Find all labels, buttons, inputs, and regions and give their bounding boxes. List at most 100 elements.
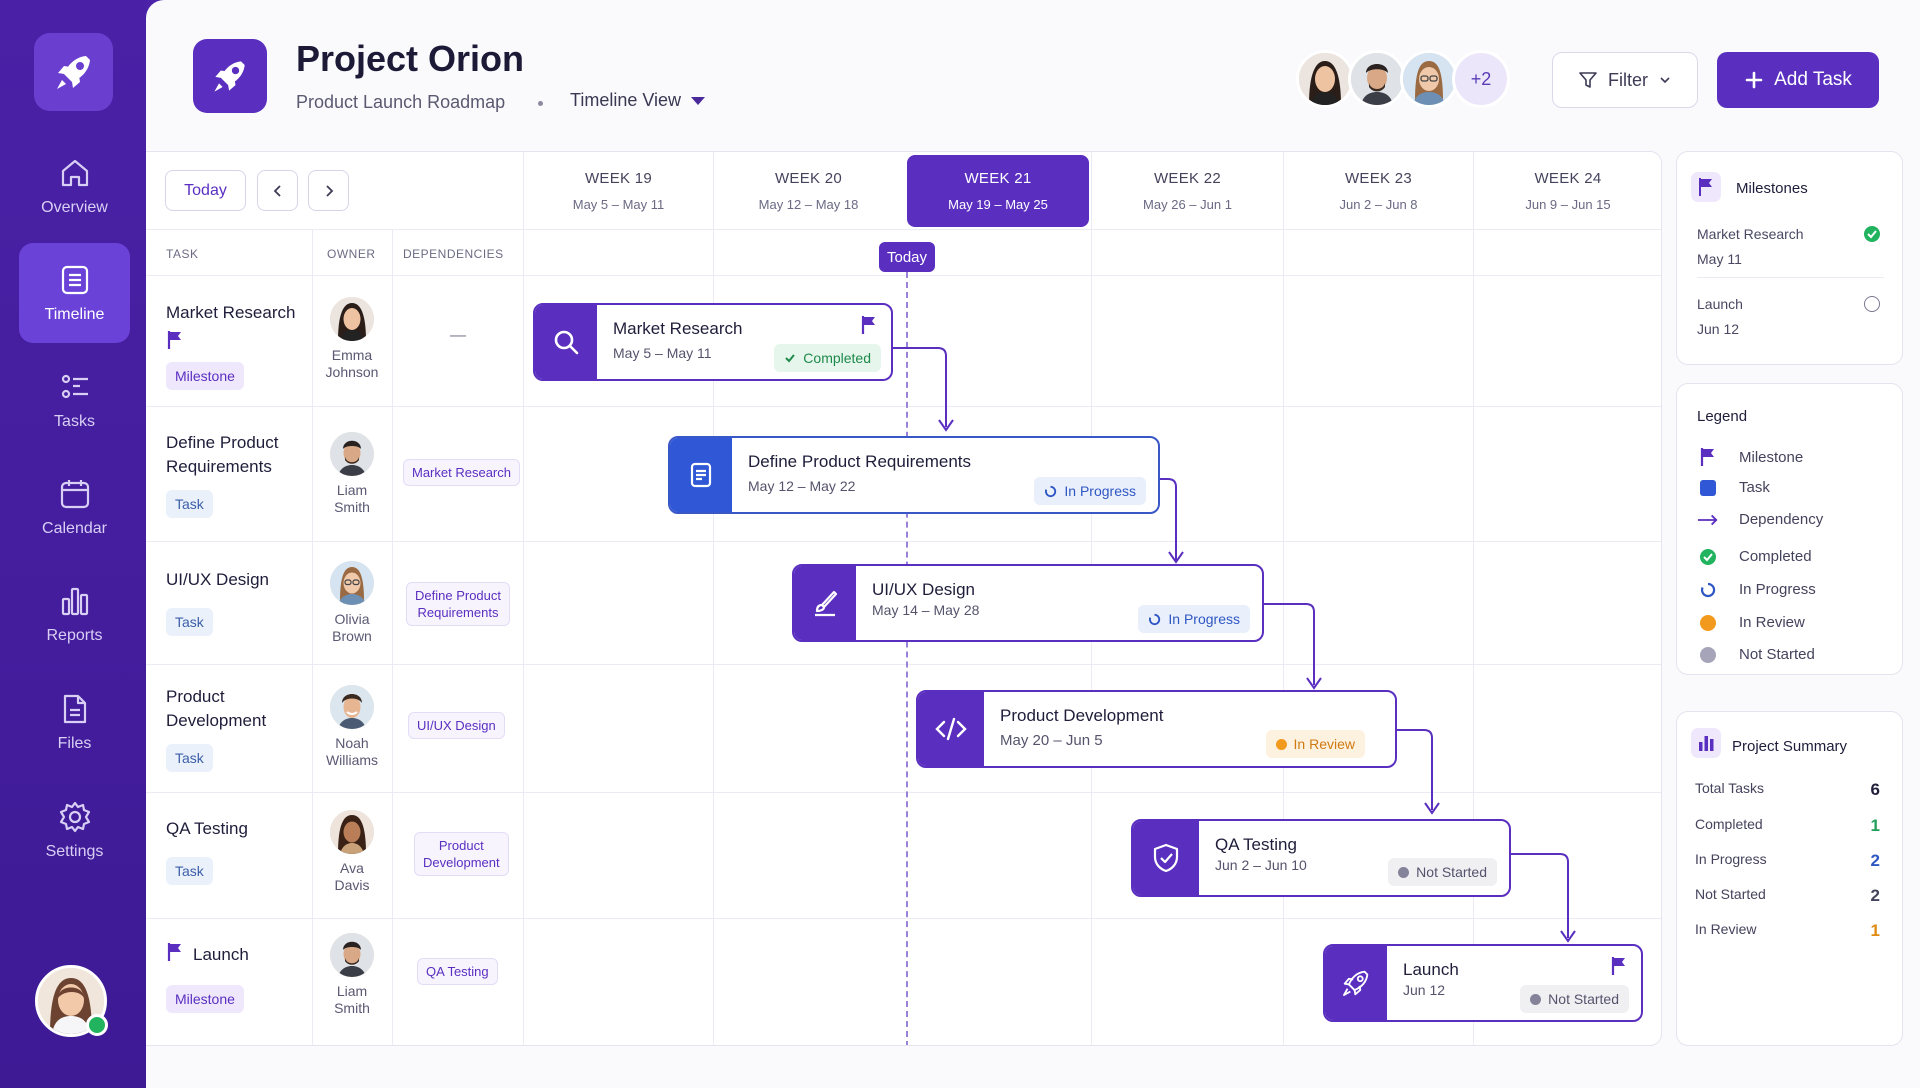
- status-dot: [1398, 866, 1410, 878]
- legend-item: In Review: [1697, 614, 1805, 631]
- owner-name: Olivia: [334, 611, 370, 627]
- sidebar-item-calendar[interactable]: Calendar: [19, 457, 130, 557]
- bar-dates: May 14 – May 28: [872, 602, 980, 618]
- team-avatars[interactable]: +2: [1296, 50, 1510, 108]
- gantt-bar-market-research[interactable]: Market Research May 5 – May 11 Completed: [533, 303, 893, 381]
- sidebar-item-files[interactable]: Files: [19, 672, 130, 772]
- task-name[interactable]: Requirements: [166, 457, 272, 476]
- bar-title: Product Development: [1000, 706, 1164, 725]
- rocket-icon: [1343, 970, 1369, 996]
- status-text: In Progress: [1064, 483, 1136, 499]
- week-header[interactable]: WEEK 23 Jun 2 – Jun 8: [1283, 152, 1473, 229]
- bar-dates: May 12 – May 22: [748, 478, 856, 494]
- sidebar-item-settings[interactable]: Settings: [19, 780, 130, 880]
- dependency-pill[interactable]: Market Research: [403, 459, 520, 486]
- user-avatar[interactable]: [35, 965, 107, 1037]
- week-header[interactable]: WEEK 20 May 12 – May 18: [713, 152, 903, 229]
- calendar-icon: [60, 479, 89, 508]
- week-label: WEEK 22: [1153, 169, 1222, 187]
- legend-label: Not Started: [1739, 646, 1815, 663]
- divider: [1283, 229, 1284, 1045]
- gantt-bar-product-development[interactable]: Product Development May 20 – Jun 5 In Re…: [916, 690, 1397, 768]
- arrow-head-icon: [1560, 930, 1576, 943]
- completed-check-icon: [1700, 548, 1716, 565]
- summary-row: In Review 1: [1695, 921, 1880, 941]
- avatar[interactable]: [1348, 50, 1406, 108]
- status-badge: In Progress: [1138, 605, 1250, 633]
- gantt-bar-define-product-requirements[interactable]: Define Product Requirements May 12 – May…: [668, 436, 1160, 514]
- sidebar-item-overview[interactable]: Overview: [19, 136, 130, 236]
- shield-check-icon: [1153, 843, 1179, 873]
- owner-name: Johnson: [325, 364, 379, 380]
- prev-button[interactable]: [257, 170, 298, 211]
- next-button[interactable]: [308, 170, 349, 211]
- type-badge: Task: [166, 744, 213, 772]
- gantt-bar-qa-testing[interactable]: QA Testing Jun 2 – Jun 10 Not Started: [1131, 819, 1511, 897]
- sidebar-item-tasks[interactable]: Tasks: [19, 350, 130, 450]
- week-header[interactable]: WEEK 19 May 5 – May 11: [523, 152, 713, 229]
- sidebar-item-reports[interactable]: Reports: [19, 564, 130, 664]
- week-label: WEEK 19: [584, 169, 653, 187]
- task-name[interactable]: Development: [166, 711, 267, 730]
- legend-label: In Progress: [1739, 581, 1816, 598]
- view-selector[interactable]: Timeline View: [570, 90, 706, 111]
- bar-icon-tile: [670, 438, 732, 512]
- divider: [146, 541, 1661, 542]
- bar-title: Launch: [1403, 960, 1459, 979]
- week-range: Jun 2 – Jun 8: [1339, 196, 1418, 212]
- status-badge: In Review: [1265, 730, 1365, 758]
- status-badge: In Progress: [1034, 477, 1146, 505]
- flag-icon: [167, 331, 181, 349]
- week-header[interactable]: WEEK 22 May 26 – Jun 1: [1091, 152, 1283, 229]
- legend-item: In Progress: [1697, 581, 1816, 598]
- summary-value: 1: [1870, 921, 1880, 940]
- today-button[interactable]: Today: [165, 170, 246, 211]
- brush-icon: [815, 590, 838, 617]
- task-name[interactable]: Launch: [193, 945, 249, 964]
- dependency-pill[interactable]: QA Testing: [417, 958, 498, 985]
- task-name[interactable]: QA Testing: [166, 819, 248, 838]
- avatar: [330, 561, 374, 605]
- owner-name: Davis: [334, 877, 370, 893]
- summary-value: 2: [1870, 851, 1880, 870]
- status-badge: Completed: [774, 344, 881, 372]
- milestone-item[interactable]: Launch Jun 12: [1697, 292, 1743, 342]
- summary-value: 1: [1870, 816, 1880, 835]
- avatar[interactable]: [1296, 50, 1354, 108]
- type-badge: Task: [166, 608, 213, 636]
- legend-label: In Review: [1739, 614, 1805, 631]
- week-header-current[interactable]: WEEK 21 May 19 – May 25: [907, 155, 1089, 227]
- app-logo[interactable]: [34, 33, 113, 111]
- filter-button[interactable]: Filter: [1552, 52, 1698, 108]
- task-name[interactable]: Define Product: [166, 433, 279, 452]
- milestone-item[interactable]: Market Research May 11: [1697, 222, 1804, 272]
- progress-ring-icon: [1149, 613, 1161, 625]
- add-task-button[interactable]: Add Task: [1717, 52, 1879, 108]
- sidebar-item-timeline[interactable]: Timeline: [19, 243, 130, 343]
- gear-icon: [59, 801, 90, 832]
- gantt-bar-ui-ux-design[interactable]: UI/UX Design May 14 – May 28 In Progress: [792, 564, 1264, 642]
- bar-icon-tile: [794, 566, 856, 640]
- more-members-badge[interactable]: +2: [1452, 50, 1510, 108]
- dependency-pill[interactable]: UI/UX Design: [408, 712, 505, 739]
- divider: [392, 229, 393, 1045]
- gantt-bar-launch[interactable]: Launch Jun 12 Not Started: [1323, 944, 1643, 1022]
- filter-icon: [1579, 72, 1597, 88]
- task-name[interactable]: UI/UX Design: [166, 570, 269, 589]
- avatar[interactable]: [1400, 50, 1458, 108]
- week-range: May 12 – May 18: [758, 196, 859, 212]
- arrow-head-icon: [938, 419, 954, 432]
- week-range: May 19 – May 25: [948, 197, 1048, 212]
- divider: [146, 664, 1661, 665]
- task-name[interactable]: Market Research: [166, 303, 296, 322]
- week-header[interactable]: WEEK 24 Jun 9 – Jun 15: [1473, 152, 1661, 229]
- task-name[interactable]: Product: [166, 687, 225, 706]
